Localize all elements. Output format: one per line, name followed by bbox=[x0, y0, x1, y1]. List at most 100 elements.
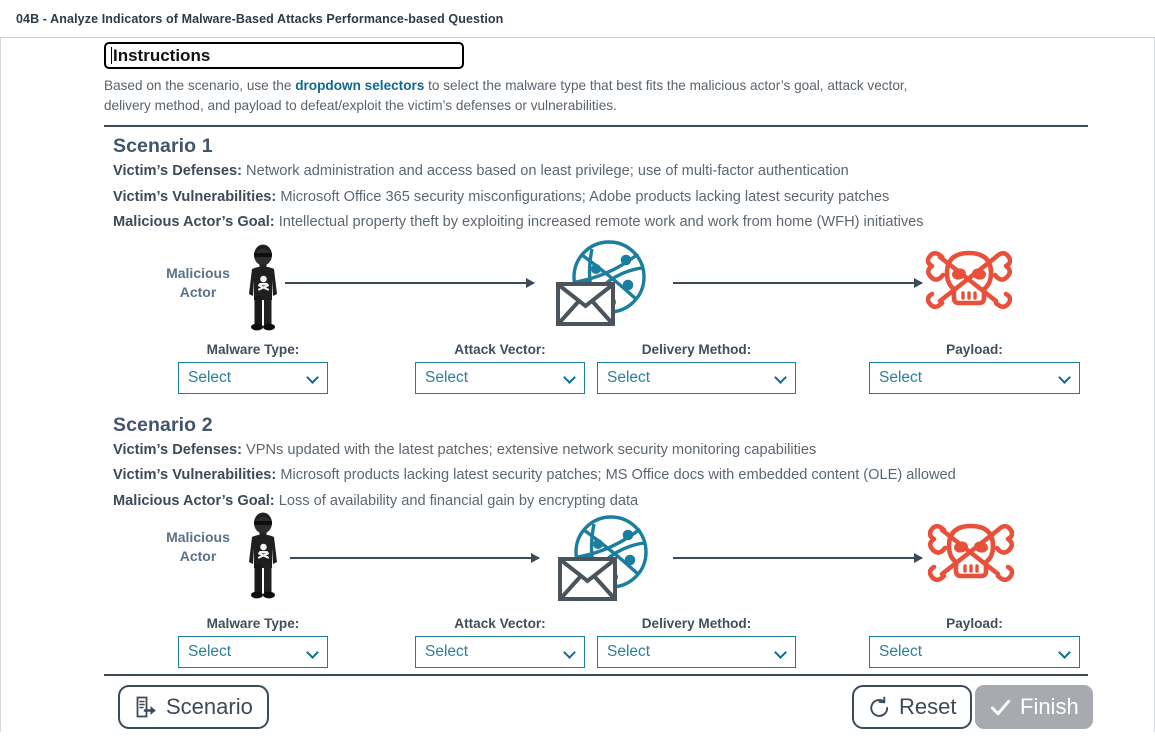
scenario-1-defenses-label: Victim’s Defenses: bbox=[113, 163, 242, 179]
scenario-1-vulnerabilities-label: Victim’s Vulnerabilities: bbox=[113, 188, 277, 205]
content-area: Instructions Based on the scenario, use … bbox=[0, 42, 1155, 738]
scenario-2-attack-vector-dropdown[interactable]: Select bbox=[415, 636, 585, 668]
scenario-2-attack-vector-value: Select bbox=[425, 643, 469, 661]
globe-network-email-icon bbox=[554, 513, 654, 610]
scenario-2-delivery-method-value: Select bbox=[607, 643, 651, 661]
scenario-2-goal-label: Malicious Actor’s Goal: bbox=[113, 492, 275, 509]
scenario-1-delivery-method-selector: Delivery Method: Select bbox=[597, 342, 796, 394]
reset-button-label: Reset bbox=[899, 694, 957, 719]
scenario-2-attack-vector-label: Attack Vector: bbox=[454, 616, 546, 631]
scenario-2-payload-selector: Payload: Select bbox=[869, 616, 1080, 668]
scenario-2-goal-text: Loss of availability and financial gain … bbox=[278, 492, 639, 509]
undo-arrow-icon bbox=[868, 696, 891, 719]
scenario-2-flow-diagram: Malicious Actor bbox=[104, 512, 1088, 616]
scenario-2-selector-row: Malware Type: Select Attack Vector: Sele… bbox=[104, 616, 1088, 674]
check-icon bbox=[989, 696, 1012, 719]
scenario-1-defenses: Victim’s Defenses: Network administratio… bbox=[113, 159, 1088, 185]
chevron-down-icon bbox=[308, 647, 319, 658]
chevron-down-icon bbox=[565, 647, 576, 658]
scenario-2-payload-label: Payload: bbox=[946, 616, 1003, 631]
scenario-1-delivery-method-dropdown[interactable]: Select bbox=[597, 361, 796, 394]
chevron-down-icon bbox=[776, 647, 787, 658]
finish-button[interactable]: Finish bbox=[975, 685, 1093, 729]
scenario-1-malware-type-selector: Malware Type: Select bbox=[178, 342, 328, 394]
scenario-2-malware-type-value: Select bbox=[188, 643, 232, 661]
scenario-2-arrow-1 bbox=[290, 553, 540, 563]
instructions-heading: Instructions bbox=[113, 46, 211, 65]
malicious-actor-icon bbox=[240, 510, 286, 607]
instructions-body-suffix: to select the malware type that best fit… bbox=[104, 78, 908, 113]
page-title: 04B - Analyze Indicators of Malware-Base… bbox=[16, 11, 504, 26]
scenario-1-attack-vector-label: Attack Vector: bbox=[454, 341, 546, 357]
scenario-1-selector-row: Malware Type: Select Attack Vector: Sele… bbox=[104, 342, 1088, 400]
scenario-1-malware-type-dropdown[interactable]: Select bbox=[178, 361, 328, 394]
scenario-1-payload-selector: Payload: Select bbox=[869, 342, 1080, 394]
scenario-1-attack-vector-dropdown[interactable]: Select bbox=[415, 361, 585, 394]
scenario-2-payload-value: Select bbox=[879, 643, 923, 661]
finish-button-label: Finish bbox=[1020, 694, 1079, 719]
scenario-1-payload-dropdown[interactable]: Select bbox=[869, 361, 1080, 394]
scenario-1-actor-label: Malicious Actor bbox=[166, 264, 230, 300]
malicious-actor-icon bbox=[240, 242, 286, 339]
divider-above-footer bbox=[104, 674, 1088, 676]
scenario-button[interactable]: Scenario bbox=[118, 685, 269, 729]
footer-button-bar: Scenario Reset Finish bbox=[104, 676, 1093, 738]
file-export-icon bbox=[134, 695, 158, 719]
chevron-down-icon bbox=[565, 372, 576, 383]
globe-network-email-icon bbox=[552, 238, 652, 335]
chevron-down-icon bbox=[1060, 372, 1071, 383]
chevron-down-icon bbox=[308, 372, 319, 383]
scenario-1-attack-vector-selector: Attack Vector: Select bbox=[415, 342, 585, 394]
instructions-body-highlight: dropdown selectors bbox=[295, 78, 425, 93]
skull-crossbones-icon bbox=[925, 245, 1013, 326]
scenario-2-block: Scenario 2 Victim’s Defenses: VPNs updat… bbox=[104, 406, 1088, 675]
skull-crossbones-icon bbox=[927, 518, 1015, 599]
text-caret bbox=[111, 47, 112, 64]
scenario-2-arrow-2 bbox=[673, 553, 923, 563]
scenario-1-malware-type-value: Select bbox=[188, 368, 232, 386]
instructions-box[interactable]: Instructions bbox=[104, 42, 464, 69]
scenario-1-delivery-method-value: Select bbox=[607, 368, 651, 386]
scenario-1-block: Scenario 1 Victim’s Defenses: Network ad… bbox=[104, 127, 1088, 400]
scenario-2-actor-label: Malicious Actor bbox=[166, 529, 230, 564]
instructions-body: Based on the scenario, use the dropdown … bbox=[104, 76, 934, 115]
scenario-1-arrow-1 bbox=[285, 277, 535, 288]
scenario-2-goal: Malicious Actor’s Goal: Loss of availabi… bbox=[113, 489, 1088, 515]
scenario-2-malware-type-dropdown[interactable]: Select bbox=[178, 636, 328, 668]
scenario-2-delivery-method-selector: Delivery Method: Select bbox=[597, 616, 796, 668]
scenario-2-malware-type-selector: Malware Type: Select bbox=[178, 616, 328, 668]
instructions-body-prefix: Based on the scenario, use the bbox=[104, 78, 296, 93]
scenario-button-label: Scenario bbox=[166, 694, 253, 719]
window-left-edge bbox=[0, 38, 1, 732]
scenario-2-vulnerabilities-text: Microsoft products lacking latest securi… bbox=[280, 467, 956, 483]
scenario-2-attack-vector-selector: Attack Vector: Select bbox=[415, 616, 585, 668]
scenario-2-delivery-method-dropdown[interactable]: Select bbox=[597, 636, 796, 668]
scenario-1-malware-type-label: Malware Type: bbox=[206, 341, 300, 357]
scenario-1-arrow-2 bbox=[673, 277, 923, 288]
scenario-2-vulnerabilities-label: Victim’s Vulnerabilities: bbox=[113, 467, 277, 483]
scenario-1-attack-vector-value: Select bbox=[425, 368, 469, 386]
chevron-down-icon bbox=[1060, 647, 1071, 658]
scenario-2-malware-type-label: Malware Type: bbox=[206, 616, 300, 631]
scenario-1-vulnerabilities: Victim’s Vulnerabilities: Microsoft Offi… bbox=[113, 185, 1088, 211]
scenario-1-delivery-method-label: Delivery Method: bbox=[641, 341, 752, 357]
chevron-down-icon bbox=[776, 372, 787, 383]
scenario-2-defenses: Victim’s Defenses: VPNs updated with the… bbox=[113, 438, 1088, 464]
scenario-1-defenses-text: Network administration and access based … bbox=[246, 163, 849, 179]
scenario-2-defenses-label: Victim’s Defenses: bbox=[113, 441, 242, 458]
scenario-1-payload-label: Payload: bbox=[946, 341, 1003, 357]
scenario-1-flow-diagram: Malicious Actor bbox=[104, 239, 1088, 342]
reset-button[interactable]: Reset bbox=[852, 685, 973, 729]
scenario-2-payload-dropdown[interactable]: Select bbox=[869, 636, 1080, 668]
scenario-1-goal: Malicious Actor’s Goal: Intellectual pro… bbox=[113, 210, 1088, 236]
scenario-1-vulnerabilities-text: Microsoft Office 365 security misconfigu… bbox=[280, 188, 890, 205]
scenario-2-delivery-method-label: Delivery Method: bbox=[641, 616, 752, 631]
window-title-bar: 04B - Analyze Indicators of Malware-Base… bbox=[0, 0, 1155, 38]
scenario-1-goal-label: Malicious Actor’s Goal: bbox=[113, 214, 275, 230]
scenario-1-payload-value: Select bbox=[879, 368, 923, 386]
scenario-1-goal-text: Intellectual property theft by exploitin… bbox=[278, 214, 924, 230]
divider-above-scenario-1 bbox=[104, 125, 1088, 127]
scenario-2-defenses-text: VPNs updated with the latest patches; ex… bbox=[246, 441, 817, 458]
scenario-2-vulnerabilities: Victim’s Vulnerabilities: Microsoft prod… bbox=[113, 463, 1088, 489]
scenario-2-heading: Scenario 2 bbox=[113, 413, 213, 436]
